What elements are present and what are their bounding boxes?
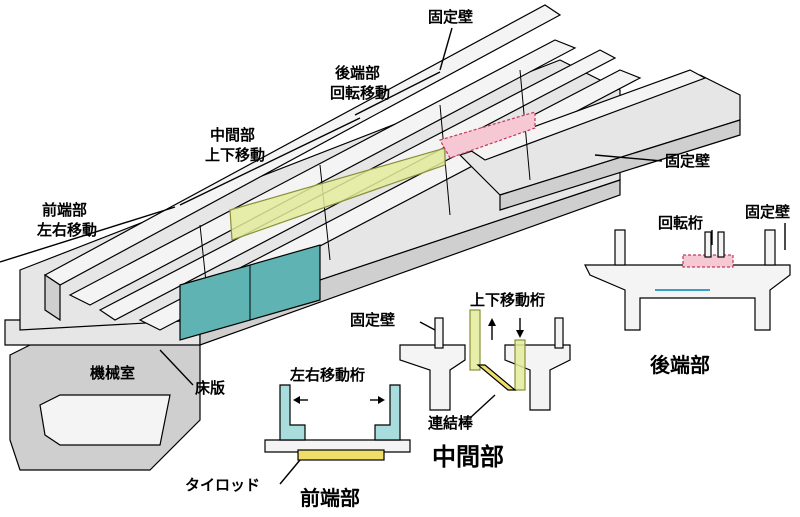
leader-fixed-wall-mid [419, 321, 436, 331]
label-vertical-girder: 上下移動桁 [470, 291, 545, 309]
middle-wall-left [434, 317, 444, 349]
lateral-girder-section-right [374, 384, 401, 441]
label-rear-end: 後端部 [334, 64, 380, 82]
rear-section: 回転桁 固定壁 後端部 [584, 203, 795, 377]
label-fixed-wall-rear: 固定壁 [745, 203, 790, 221]
dim-rear-end [354, 71, 441, 116]
label-floor-slab: 床版 [195, 379, 225, 397]
main-labels: 固定壁 後端部 回転移動 中間部 上下移動 固定壁 前端部 左右移動 機械室 床… [0, 8, 710, 397]
title-rear-section: 後端部 [650, 353, 710, 377]
arrow-right-head [378, 396, 385, 404]
label-middle: 中間部 [210, 126, 255, 144]
label-tie-rod: タイロッド [185, 476, 260, 494]
vertical-girder-3d [229, 147, 446, 241]
rear-section-body [584, 264, 791, 331]
link-rod-section [476, 364, 517, 391]
middle-section: 固定壁 上下移動桁 連結棒 中間部 [350, 291, 575, 471]
arrow-down-head [516, 330, 524, 338]
label-link-rod: 連結棒 [428, 414, 474, 432]
label-fixed-wall-mid: 固定壁 [350, 311, 395, 329]
leader-link-rod [469, 394, 496, 419]
vertical-girder-section-right [514, 339, 526, 391]
front-base [264, 439, 411, 453]
label-front-end: 前端部 [42, 201, 87, 219]
channel-1 [68, 39, 577, 306]
vertical-girder-section-left [469, 309, 481, 371]
title-front-section: 前端部 [300, 486, 360, 510]
label-fixed-wall-right: 固定壁 [665, 152, 710, 170]
arrow-up-head [488, 318, 496, 326]
middle-wall-right [554, 317, 564, 349]
leader-fixed-wall-top [439, 27, 453, 71]
label-machine-room: 機械室 [90, 364, 135, 382]
arrow-left-head [293, 396, 300, 404]
front-section: 左右移動桁 タイロッド 前端部 [185, 366, 415, 510]
leader-fixed-wall-right [594, 154, 663, 162]
rear-wall-left [614, 229, 626, 266]
label-lateral-girder: 左右移動桁 [289, 366, 365, 384]
label-rotation-move: 回転移動 [330, 84, 390, 102]
dim-front-end [0, 206, 176, 263]
rotation-girder-web-2 [717, 231, 725, 258]
rear-wall-right [764, 229, 776, 266]
label-vertical-move: 上下移動 [205, 146, 265, 164]
rotation-girder-web-1 [704, 231, 712, 258]
leader-tie-rod [279, 459, 301, 485]
label-lateral-move: 左右移動 [36, 221, 97, 239]
title-middle-section: 中間部 [432, 443, 504, 471]
rotation-girder-3d [439, 111, 536, 159]
leader-floor-slab [159, 349, 194, 386]
middle-left-block [399, 344, 466, 411]
joint-2 [319, 164, 331, 261]
dim-middle [179, 117, 361, 206]
left-wall-side [44, 273, 61, 322]
right-branch-rail [468, 69, 707, 161]
tie-rod-section [297, 449, 385, 461]
box-girder-opening [39, 394, 171, 446]
lateral-girder-section-left [279, 384, 306, 441]
main-structure [4, 4, 741, 471]
right-branch-edge [499, 119, 741, 211]
label-rotation-girder: 回転桁 [658, 214, 703, 232]
label-fixed-wall-top: 固定壁 [428, 8, 473, 26]
